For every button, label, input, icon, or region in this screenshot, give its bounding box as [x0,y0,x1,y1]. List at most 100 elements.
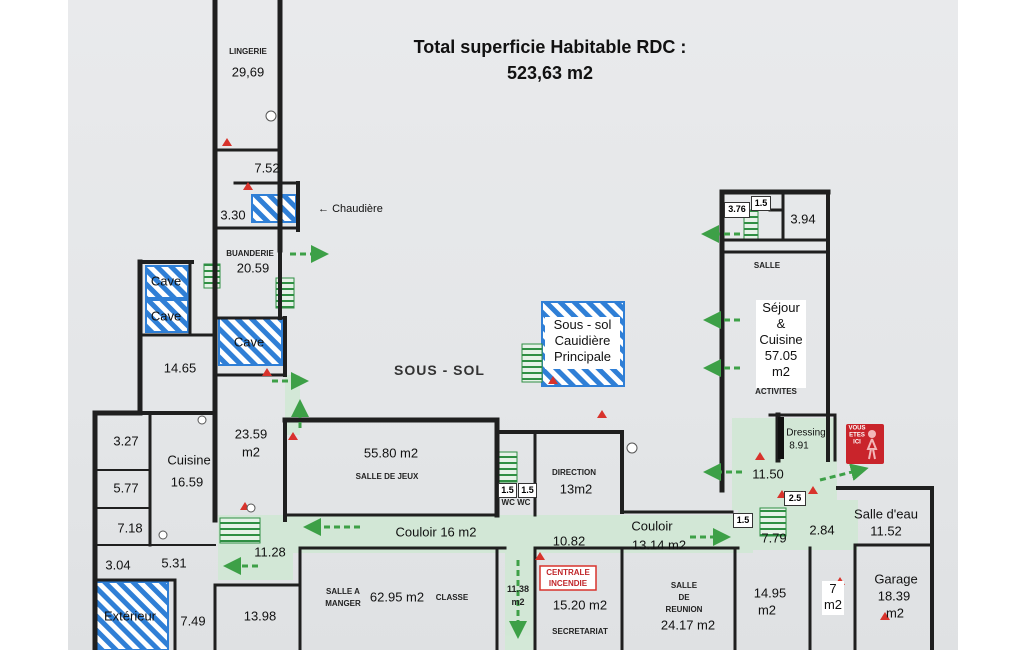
room-cave-2: Cave [150,308,182,324]
sous-sol-chaudiere-box: Sous - sol Cauidière Principale [545,317,620,369]
room-direction-area: 13m2 [559,481,593,497]
extinguisher-icon-2 [197,415,207,425]
sejour-line2: & [776,316,786,331]
room-cave-1: Cave [150,273,182,289]
room-dressing-area: 8.91 [789,440,809,452]
room-salle-manger-name1: SALLE A [326,587,360,596]
room-531: 5.31 [161,555,187,571]
room-salle-jeux-name: SALLE DE JEUX [355,472,419,481]
room-buanderie-area: 20.59 [236,260,270,276]
title-line-1: Total superficie Habitable RDC : [413,37,687,57]
room-salle-eau-name: Salle d'eau [854,506,918,522]
room-25: 2.5 [784,491,806,506]
room-1128: 11.28 [254,544,286,560]
room-1465: 14.65 [163,360,197,376]
sign-line1: VOUS [848,425,866,432]
room-salle-eau-area: 11.52 [870,523,902,539]
corridor-areas [218,375,858,650]
room-2359-line2: m2 [241,444,261,460]
room-wc-1: 1.5 [498,483,517,498]
plan-title: Total superficie Habitable RDC : 523,63 … [360,34,740,86]
room-secretariat-area: 15.20 m2 [552,597,608,613]
room-wc-2: 1.5 [518,483,537,498]
room-394: 3.94 [790,211,816,227]
room-15c: 1.5 [751,196,771,211]
chaudiere-annotation-text: Chaudière [332,203,383,215]
sejour-line1: Séjour [762,300,800,315]
room-376: 3.76 [724,202,750,218]
room-304: 3.04 [105,557,131,573]
room-couloir-1314-line1: Couloir [631,518,673,534]
room-couloir-1314-line2: 13.14 m2 [631,537,687,553]
stairs-6 [759,507,787,537]
hatch-exterieur [95,581,169,650]
sign-line3: ICI [853,439,861,446]
room-garage-line1: 18.39 [877,588,911,604]
room-reunion-name3: REUNION [665,605,703,614]
extinguisher-icons [158,110,638,540]
room-salle-manger-suffix: CLASSE [435,593,469,602]
hatch-cave-1 [145,265,189,299]
room-330: 3.30 [220,207,246,223]
extinguisher-icon-5 [626,442,638,454]
room-1138-line1: 11.38 [506,584,530,594]
room-1495-line1: 14.95 [753,585,787,601]
room-779: 7.79 [761,530,787,546]
sejour-line5: m2 [771,364,791,379]
room-salle-label: SALLE [753,261,781,270]
room-cave-3: Cave [233,334,265,350]
room-secretariat-name: SECRETARIAT [552,627,608,636]
room-reunion-name1: SALLE [670,581,698,590]
room-1138-line2: m2 [511,597,525,607]
room-garage-line2: m2 [885,605,905,621]
room-1398: 13.98 [243,608,277,624]
extinguisher-icon-4 [246,503,256,513]
room-577: 5.77 [113,480,139,496]
dressing-wall-panel [778,417,784,459]
room-reunion-area: 24.17 m2 [660,617,716,633]
you-are-here-sign [846,424,884,464]
chaudiere-annotation: ← Chaudière [318,203,383,215]
room-7-box: 7 m2 [822,581,844,615]
room-7-line2: m2 [823,597,843,612]
room-wc-label: WC WC [501,498,531,507]
room-15d: 1.5 [733,513,753,528]
stairs-4 [496,451,518,483]
room-garage-name: Garage [874,571,918,587]
room-salle-jeux-area: 55.80 m2 [363,445,419,461]
stairs-5 [219,517,261,544]
hatched-zones [95,194,625,650]
exit-arrows [223,225,869,639]
hatch-cave-2 [145,299,189,333]
room-exterieur: Extérieur [103,608,157,624]
sign-text: VOUS ETES ICI [848,426,865,447]
stairs-1 [203,263,221,289]
room-752: 7.52 [254,160,280,176]
corridor-stub [285,375,300,435]
sign-line2: ETES [849,432,865,439]
hatch-chaudiere [251,194,297,223]
room-718: 7.18 [117,520,143,536]
room-couloir-16: Couloir 16 m2 [395,524,477,540]
room-lingerie-area: 29,69 [231,64,265,80]
room-salle-manger-name2: MANGER [325,599,361,608]
room-2359-line1: 23.59 [234,426,268,442]
extinguisher-icon-1 [265,110,277,122]
arrow-12 [819,463,869,482]
room-1150: 11.50 [752,466,784,482]
corridor-vertical [505,540,535,650]
room-lingerie-name: LINGERIE [229,47,267,56]
room-1495-line2: m2 [757,602,777,618]
sous-sol-box-line1: Sous - sol [553,317,612,332]
stairs-3 [521,343,543,383]
room-749: 7.49 [180,613,206,629]
room-dressing-name: Dressing [786,427,826,439]
sous-sol-heading: SOUS - SOL [394,362,485,378]
room-reunion-name2: DE [678,593,690,602]
sejour-line4: 57.05 [764,348,798,363]
sejour-cuisine-box: Séjour & Cuisine 57.05 m2 [756,300,806,388]
room-centrale-line2: INCENDIE [548,579,588,588]
room-activites: ACTIVITES [755,387,797,396]
